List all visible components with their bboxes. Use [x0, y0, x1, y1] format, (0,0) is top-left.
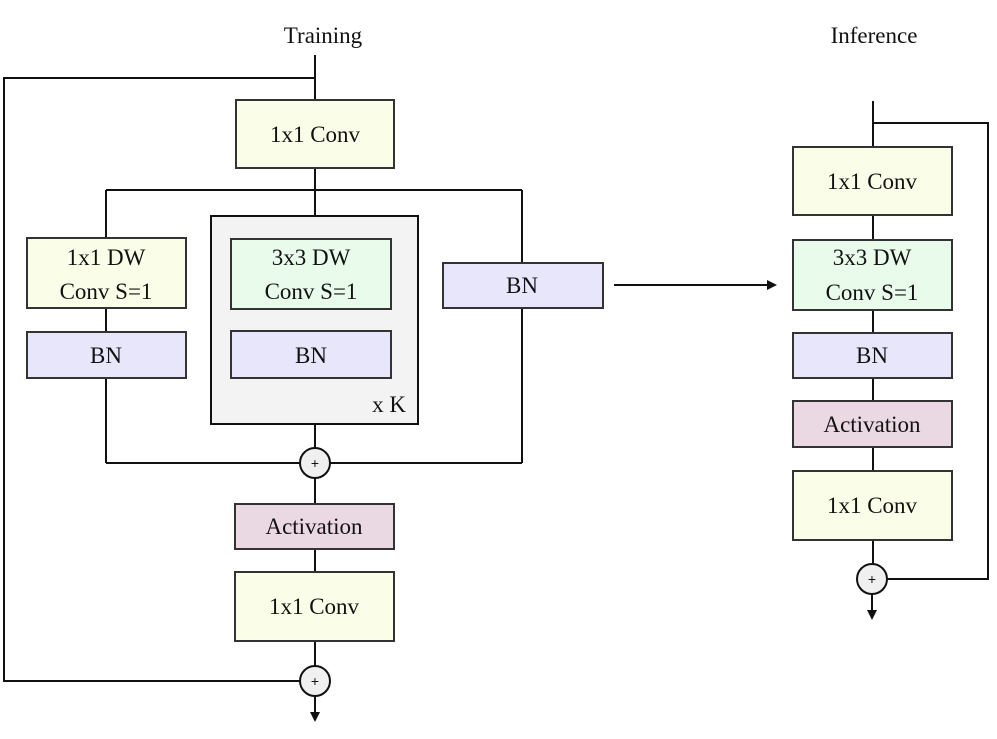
svg-text:3x3 DW: 3x3 DW	[833, 245, 912, 270]
training-bn-left: BN	[26, 331, 187, 379]
svg-text:3x3 DW: 3x3 DW	[272, 245, 351, 270]
training-title: Training	[284, 23, 363, 48]
svg-text:BN: BN	[506, 273, 538, 298]
svg-text:+: +	[311, 673, 319, 689]
inference-wires	[867, 101, 989, 620]
training-wires	[3, 55, 523, 722]
training-bn-right: BN	[442, 262, 604, 309]
training-residual-add-node: +	[299, 665, 331, 697]
svg-text:BN: BN	[90, 343, 122, 368]
svg-text:1x1 Conv: 1x1 Conv	[270, 122, 361, 147]
training-conv-top: 1x1 Conv	[235, 99, 395, 169]
svg-text:+: +	[868, 571, 876, 587]
svg-text:BN: BN	[856, 343, 888, 368]
inference-dw3x3-box: 3x3 DW Conv S=1	[792, 239, 953, 311]
inference-conv-top: 1x1 Conv	[792, 146, 953, 216]
svg-text:1x1 DW: 1x1 DW	[67, 245, 146, 270]
training-dw1x1-box: 1x1 DW Conv S=1	[26, 237, 187, 309]
training-activation: Activation	[234, 503, 395, 550]
inference-activation: Activation	[792, 400, 953, 448]
svg-text:Conv S=1: Conv S=1	[265, 279, 358, 304]
svg-text:Activation: Activation	[823, 412, 921, 437]
svg-text:Conv S=1: Conv S=1	[826, 280, 919, 305]
training-dw3x3-box: 3x3 DW Conv S=1	[230, 238, 392, 310]
svg-text:Conv S=1: Conv S=1	[60, 279, 153, 304]
svg-text:BN: BN	[295, 343, 327, 368]
svg-text:1x1 Conv: 1x1 Conv	[827, 169, 918, 194]
training-conv-bottom: 1x1 Conv	[234, 571, 395, 642]
training-bn-mid: BN	[230, 330, 392, 379]
svg-text:1x1 Conv: 1x1 Conv	[827, 493, 918, 518]
training-add-node: +	[299, 447, 331, 479]
inference-conv-bottom: 1x1 Conv	[792, 470, 953, 541]
inference-bn: BN	[792, 332, 953, 379]
inference-add-node: +	[856, 563, 888, 595]
svg-text:1x1 Conv: 1x1 Conv	[269, 594, 360, 619]
svg-text:+: +	[311, 455, 319, 471]
inference-title: Inference	[831, 23, 918, 48]
repeat-count-label: x K	[372, 392, 406, 417]
svg-text:Activation: Activation	[265, 514, 363, 539]
